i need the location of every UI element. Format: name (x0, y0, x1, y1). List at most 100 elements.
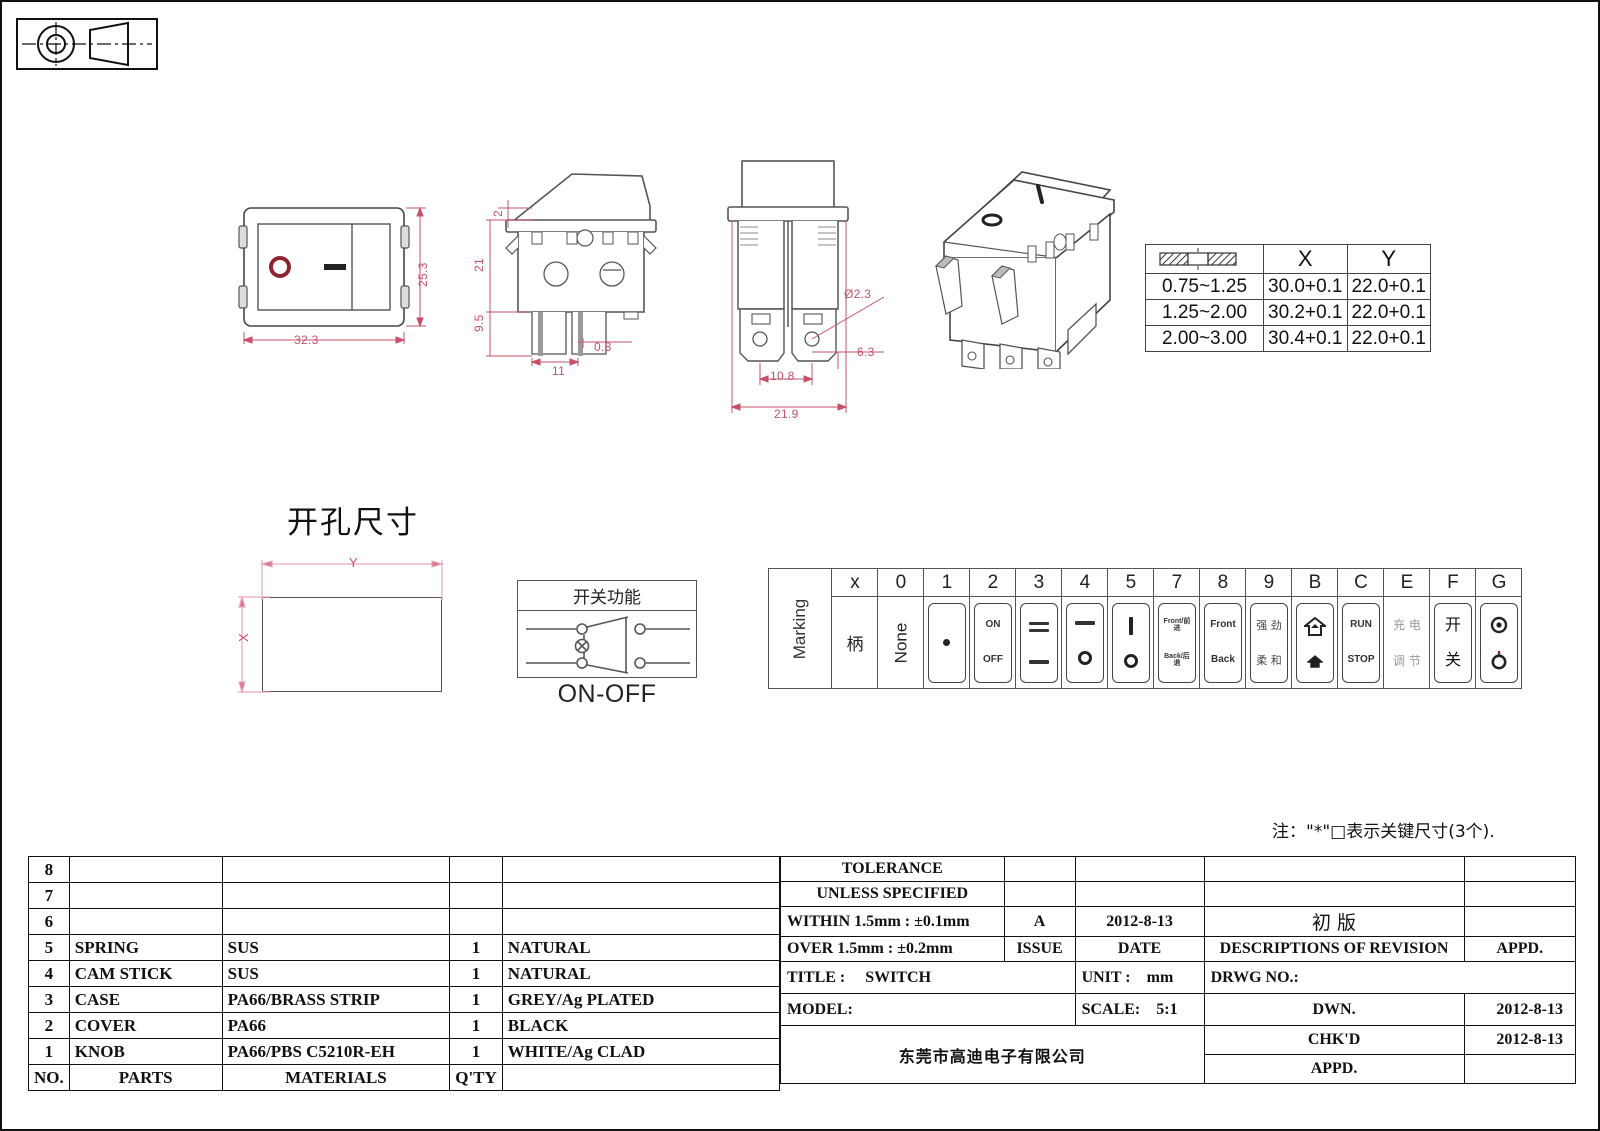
revision-date-value: 2012-8-13 (1074, 906, 1205, 937)
marking-code-0: 0 (877, 568, 925, 597)
xy-header-x: X (1263, 244, 1348, 274)
revision-appd-label: APPD. (1463, 936, 1577, 962)
marking-code-C: C (1337, 568, 1385, 597)
marking-code-G: G (1475, 568, 1523, 597)
marking-code-5: 5 (1107, 568, 1155, 597)
part-no: 8 (28, 856, 70, 883)
drwg-no-field: DRWG NO.: (1203, 961, 1577, 994)
view-isometric (914, 154, 1119, 369)
xy-x: 30.0+0.1 (1263, 273, 1348, 300)
part-material (221, 908, 451, 935)
panel-cutout-x-label: X (236, 633, 251, 642)
house-large-icon (1303, 616, 1326, 636)
marking-cell-3 (1015, 596, 1063, 689)
part-material: PA66 (221, 1012, 451, 1039)
table-row: 2 COVER PA66 1 BLACK (28, 1012, 781, 1039)
parts-list-table: 8 7 6 5 SPRING (28, 856, 781, 1091)
panel-cutout-rect (262, 597, 442, 692)
marking-code-7: 7 (1153, 568, 1201, 597)
scale-value: 5:1 (1156, 1000, 1178, 1018)
dim-side-body-height: 21 (472, 258, 486, 272)
dim-side-terminal-height: 9.5 (472, 314, 486, 332)
marking-cell-4 (1061, 596, 1109, 689)
table-row: 3 CASE PA66/BRASS STRIP 1 GREY/Ag PLATED (28, 986, 781, 1013)
marking-cell-x: 柄 (831, 596, 879, 689)
switch-function-caption: ON-OFF (557, 680, 657, 708)
part-qty: 1 (449, 934, 503, 961)
part-qty: 1 (449, 960, 503, 987)
part-material: SUS (221, 960, 451, 987)
part-remark: NATURAL (501, 934, 781, 961)
revision-issue-blank-1 (1003, 856, 1076, 882)
part-name: COVER (68, 1012, 223, 1039)
marking-cell-F: 开 关 (1429, 596, 1477, 689)
revision-date-blank-1 (1074, 856, 1205, 882)
tolerance-within: WITHIN 1.5mm : ±0.1mm (780, 906, 1005, 937)
part-name (68, 908, 223, 935)
part-remark: BLACK (501, 1012, 781, 1039)
revision-desc-label: DESCRIPTIONS OF REVISION (1203, 936, 1465, 962)
revision-date-label: DATE (1074, 936, 1205, 962)
marking-code-9: 9 (1245, 568, 1293, 597)
part-remark: GREY/Ag PLATED (501, 986, 781, 1013)
marking-table: Marking x 0 1 2 3 4 5 7 8 9 B C E F G 柄 … (767, 568, 1523, 689)
xy-range: 1.25~2.00 (1145, 299, 1264, 326)
table-row: 8 (28, 856, 781, 883)
drawing-title-label: TITLE : (787, 968, 846, 986)
dim-side-cap-height: 2 (491, 210, 505, 217)
table-row: 6 (28, 908, 781, 935)
part-name (68, 882, 223, 909)
part-no: 6 (28, 908, 70, 935)
chkd-date: 2012-8-13 (1496, 1031, 1563, 1048)
part-material: PA66/PBS C5210R-EH (221, 1038, 451, 1065)
header-materials: MATERIALS (221, 1064, 451, 1091)
part-name: SPRING (68, 934, 223, 961)
xy-x: 30.2+0.1 (1263, 299, 1348, 326)
part-no: 2 (28, 1012, 70, 1039)
xy-range: 2.00~3.00 (1145, 325, 1264, 352)
dim-side-terminal-pitch: 11 (552, 364, 566, 378)
table-row: 1 KNOB PA66/PBS C5210R-EH 1 WHITE/Ag CLA… (28, 1038, 781, 1065)
marking-cell-9: 强 劲 柔 和 (1245, 596, 1293, 689)
dim-end-overall-width: 21.9 (774, 407, 799, 421)
dim-front-height: 25.3 (416, 262, 430, 287)
unit-label: UNIT : (1081, 968, 1131, 986)
part-material: PA66/BRASS STRIP (221, 986, 451, 1013)
part-no: 3 (28, 986, 70, 1013)
drawing-title: TITLE : SWITCH (780, 961, 1076, 994)
part-remark (501, 882, 781, 909)
xy-range: 0.75~1.25 (1145, 273, 1264, 300)
marking-code-1: 1 (923, 568, 971, 597)
appd-row-value (1463, 1054, 1577, 1084)
part-qty (449, 856, 503, 883)
model-field: MODEL: (780, 993, 1076, 1026)
xy-row: 0.75~1.25 30.0+0.1 22.0+0.1 (1145, 273, 1431, 300)
dim-front-width: 32.3 (294, 333, 319, 347)
title-block-table: TOLERANCE UNLESS SPECIFIED WITHIN 1.5mm … (780, 856, 1577, 1084)
part-no: 4 (28, 960, 70, 987)
xy-y: 22.0+0.1 (1346, 273, 1431, 300)
part-name: CAM STICK (68, 960, 223, 987)
part-material (221, 882, 451, 909)
xy-row: 2.00~3.00 30.4+0.1 22.0+0.1 (1145, 325, 1431, 352)
header-remark (501, 1064, 781, 1091)
revision-appd-blank-1 (1463, 856, 1577, 882)
part-material (221, 856, 451, 883)
drawing-title-value: SWITCH (865, 968, 932, 986)
dot-in-ring-icon (1490, 616, 1508, 633)
marking-cell-G (1475, 596, 1523, 689)
part-name (68, 856, 223, 883)
part-material: SUS (221, 934, 451, 961)
panel-cutout-y-label: Y (349, 555, 358, 570)
view-end (712, 157, 902, 422)
marking-code-2: 2 (969, 568, 1017, 597)
marking-cell-7: Front/前进 Back/后退 (1153, 596, 1201, 689)
revision-date-blank-2 (1074, 881, 1205, 907)
parts-list-header: NO. PARTS MATERIALS Q'TY (28, 1064, 781, 1091)
dim-end-offset: 6.3 (857, 345, 875, 359)
marking-cell-C: RUN STOP (1337, 596, 1385, 689)
part-qty: 1 (449, 1012, 503, 1039)
marking-cell-5 (1107, 596, 1155, 689)
part-remark: NATURAL (501, 960, 781, 987)
part-qty: 1 (449, 986, 503, 1013)
